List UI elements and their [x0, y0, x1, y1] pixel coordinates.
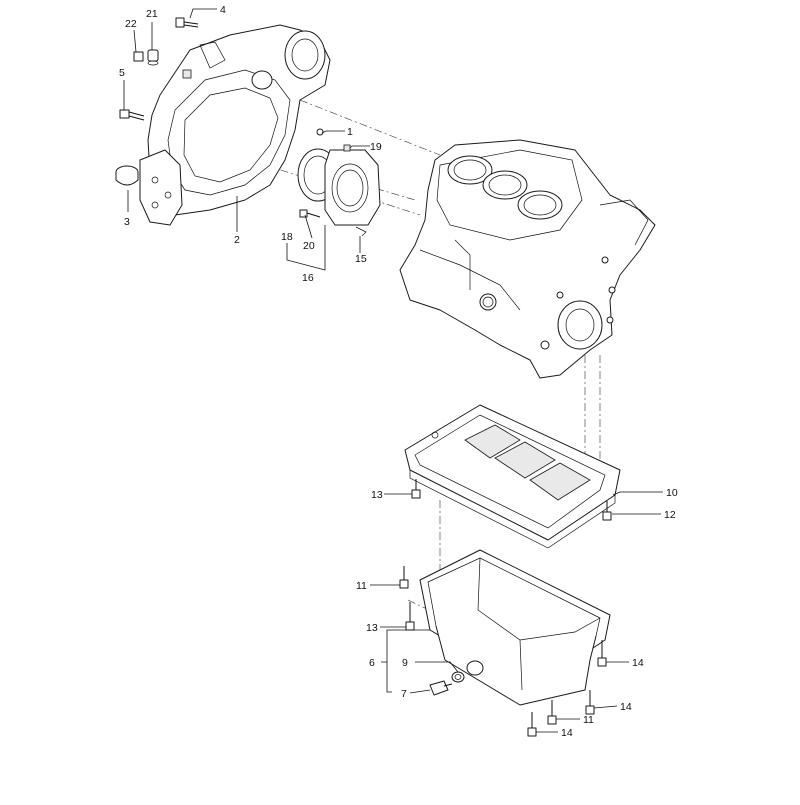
oil-pan: [419, 549, 611, 706]
plug-part-3: [115, 165, 139, 186]
callout-18: 18: [281, 231, 293, 243]
callout-12: 12: [664, 509, 676, 521]
callout-22: 22: [125, 18, 137, 30]
callout-6: 6: [369, 657, 375, 669]
seal-retainer-group: [297, 128, 381, 237]
callout-15: 15: [355, 253, 367, 265]
callout-1: 1: [347, 126, 353, 138]
callout-13a: 13: [371, 489, 383, 501]
engine-block: [399, 139, 656, 379]
callout-2: 2: [234, 234, 240, 246]
callout-4: 4: [220, 4, 226, 16]
callout-9: 9: [402, 657, 408, 669]
stiffener-plate: [404, 404, 621, 549]
callout-20: 20: [303, 240, 315, 252]
drain-plug-and-washer: [429, 671, 465, 696]
callout-21: 21: [146, 8, 158, 20]
leader-lines: [123, 8, 663, 733]
flywheel-housing: [139, 24, 331, 226]
callout-14a: 14: [632, 657, 644, 669]
callout-10: 10: [666, 487, 678, 499]
bolt-part-4: [175, 17, 199, 28]
callout-19: 19: [370, 141, 382, 153]
callout-14c: 14: [561, 727, 573, 739]
callout-13b: 13: [366, 622, 378, 634]
oil-pan-bolts: [399, 479, 612, 737]
callout-11a: 11: [356, 580, 367, 592]
sensor-parts-21-22: [133, 49, 159, 66]
callout-16: 16: [302, 272, 314, 284]
bolt-part-5: [119, 109, 145, 121]
callout-11b: 11: [583, 714, 594, 726]
callout-3: 3: [124, 216, 130, 228]
callout-5: 5: [119, 67, 125, 79]
callout-7: 7: [401, 688, 407, 700]
callout-14b: 14: [620, 701, 632, 713]
callout-labels: 4 22 21 5 3 2 1 19 18 20 16 15 13 10 12 …: [119, 4, 678, 739]
